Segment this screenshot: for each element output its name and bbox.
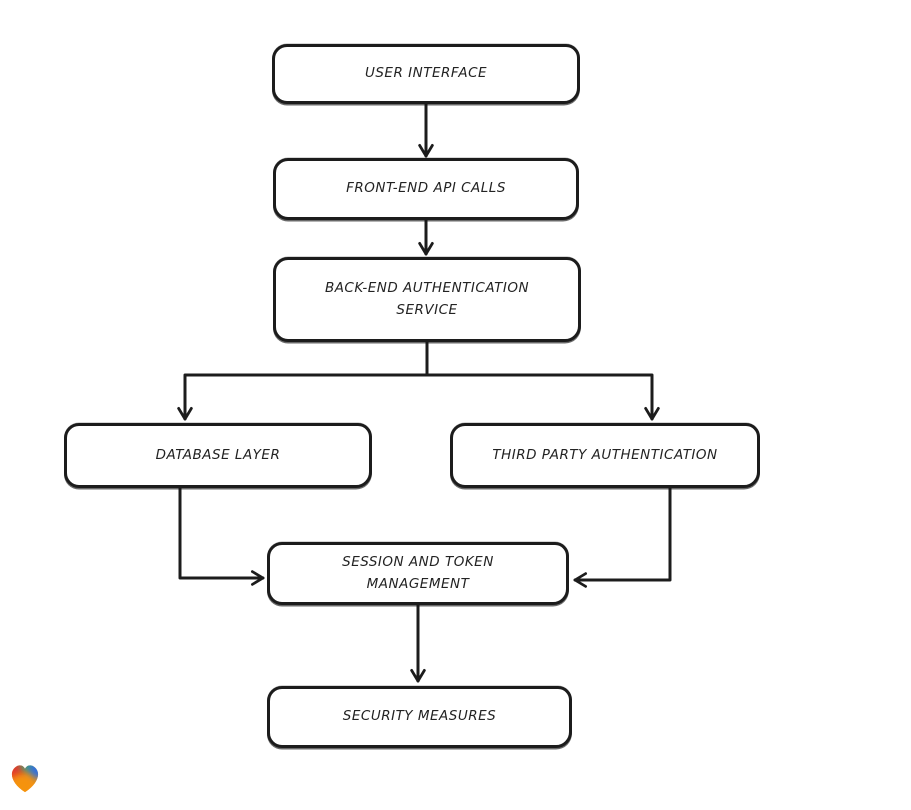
edge-backend-to-database <box>177 373 429 421</box>
gradient-heart-icon <box>7 760 43 796</box>
node-security-measures[interactable]: SECURITY MEASURES <box>267 686 572 748</box>
node-user-interface[interactable]: USER INTERFACE <box>272 44 580 104</box>
node-label: SESSION AND TOKEN MANAGEMENT <box>342 553 494 592</box>
edge-database-to-session <box>178 486 265 586</box>
node-label: USER INTERFACE <box>364 65 488 82</box>
edge-thirdparty-to-session <box>573 486 672 588</box>
node-label: SECURITY MEASURES <box>342 708 497 725</box>
node-front-end-api-calls[interactable]: FRONT-END API CALLS <box>273 158 579 220</box>
node-label: DATABASE LAYER <box>155 446 281 463</box>
node-database-layer[interactable]: DATABASE LAYER <box>64 423 372 488</box>
node-label: THIRD PARTY AUTHENTICATION <box>492 446 718 463</box>
edge-backend-to-thirdparty <box>425 373 660 421</box>
node-label: FRONT-END API CALLS <box>346 180 506 197</box>
node-session-and-token-management[interactable]: SESSION AND TOKEN MANAGEMENT <box>267 542 569 605</box>
node-label: BACK-END AUTHENTICATION SERVICE <box>324 279 530 318</box>
node-back-end-authentication-service[interactable]: BACK-END AUTHENTICATION SERVICE <box>273 257 581 342</box>
node-third-party-authentication[interactable]: THIRD PARTY AUTHENTICATION <box>450 423 760 488</box>
